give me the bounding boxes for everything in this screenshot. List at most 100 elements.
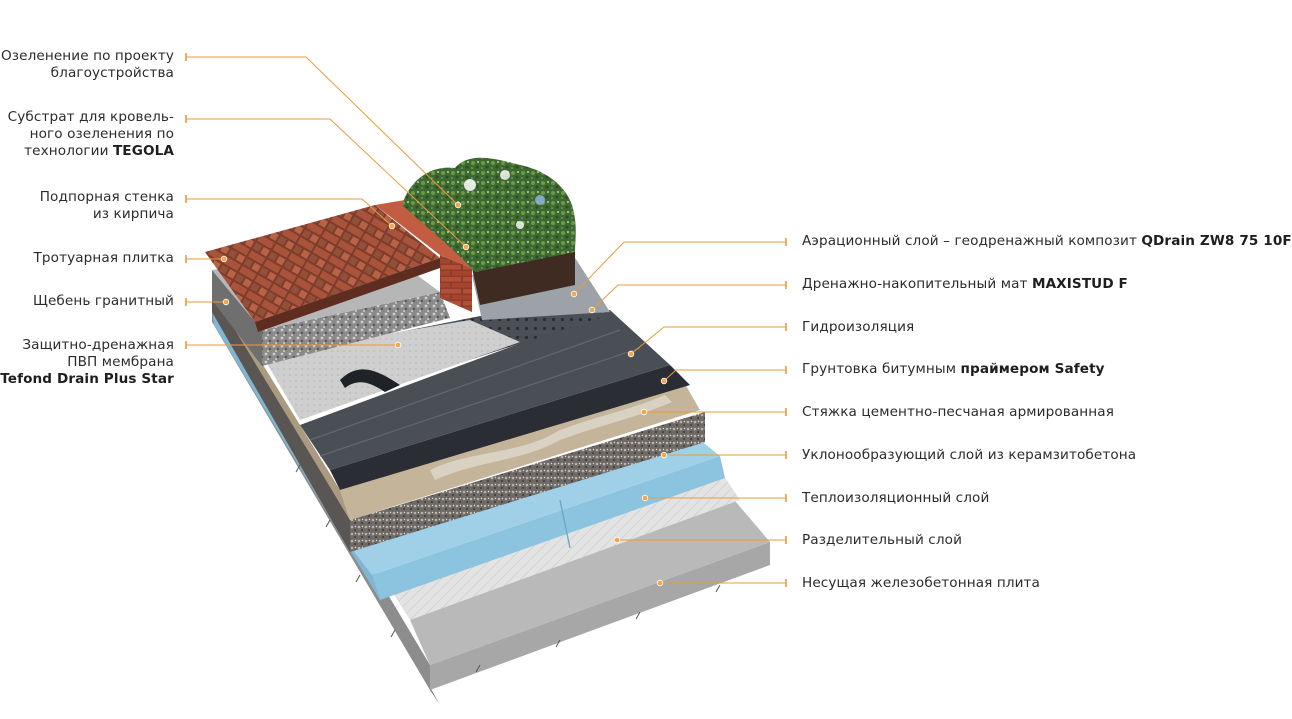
label-line: Грунтовка битумным праймером Safety — [802, 361, 1105, 378]
waterproofing-seam — [309, 329, 621, 441]
label-text: Стяжка цементно-песчаная армированная — [802, 404, 1114, 420]
label-line: Тротуарная плитка — [34, 250, 174, 267]
flower-cluster — [464, 179, 476, 191]
label-slope: Уклонообразующий слой из керамзитобетона — [802, 447, 1136, 464]
flower-cluster — [516, 221, 524, 229]
label-text: Аэрационный слой – геодренажный композит — [802, 233, 1142, 249]
label-product-name: QDrain ZW8 75 10F — [1141, 233, 1292, 249]
label-slab: Несущая железобетонная плита — [802, 575, 1040, 592]
leader-dot-slab — [656, 579, 664, 587]
label-line: Tefond Drain Plus Star — [0, 371, 174, 388]
primer-torn-edge — [430, 395, 672, 480]
label-line: Теплоизоляционный слой — [802, 490, 989, 507]
label-text: Озеленение по проекту — [1, 48, 174, 64]
label-line: Аэрационный слой – геодренажный композит… — [802, 233, 1292, 250]
label-text: Щебень гранитный — [33, 293, 174, 309]
leader-dot-waterproofing — [627, 350, 635, 358]
label-text: ного озеленения по — [29, 126, 174, 142]
insulation-top-face — [345, 440, 720, 575]
label-text: Несущая железобетонная плита — [802, 575, 1040, 591]
expanded-clay-front-face — [350, 412, 705, 552]
gravel-front-face — [262, 292, 450, 366]
label-paving: Тротуарная плитка — [34, 250, 174, 267]
leader-line-substrate — [186, 118, 467, 248]
rebar-ends — [295, 464, 721, 673]
brick-wall-front-face — [440, 255, 472, 312]
label-line: Разделительный слой — [802, 532, 962, 549]
leader-dot-greening — [454, 201, 462, 209]
leader-dot-gravel — [222, 298, 230, 306]
label-line: благоустройства — [1, 65, 174, 82]
label-line: из кирпича — [40, 206, 174, 223]
paving-top-face — [205, 205, 440, 322]
label-line: ного озеленения по — [8, 126, 174, 143]
label-line: Уклонообразующий слой из керамзитобетона — [802, 447, 1136, 464]
label-separator: Разделительный слой — [802, 532, 962, 549]
insulation-front-face — [372, 456, 725, 600]
label-gravel: Щебень гранитный — [33, 293, 174, 310]
label-text: Субстрат для кровель- — [7, 109, 174, 125]
insulation-joint-line — [559, 499, 571, 549]
flower-cluster — [500, 170, 510, 180]
label-insulation: Теплоизоляционный слой — [802, 490, 989, 507]
label-text: Грунтовка битумным — [802, 361, 961, 377]
label-line: Подпорная стенка — [40, 189, 174, 206]
label-text: Теплоизоляционный слой — [802, 490, 990, 506]
label-screed: Стяжка цементно-песчаная армированная — [802, 404, 1114, 421]
label-line: Озеленение по проекту — [1, 48, 174, 65]
label-line: Гидроизоляция — [802, 319, 914, 336]
leader-lines — [185, 53, 787, 587]
leader-dot-paving — [220, 255, 228, 263]
leader-dot-substrate — [462, 243, 470, 251]
gravel-left-face — [212, 270, 262, 366]
leader-line-waterproofing — [630, 326, 786, 355]
expanded-clay-left-face — [212, 290, 350, 552]
leader-dot-membrane — [394, 341, 402, 349]
greenery-planting — [402, 157, 576, 272]
label-product-name: MAXISTUD F — [1031, 276, 1128, 292]
waterproofing-seam — [319, 347, 641, 457]
leader-line-retaining-wall — [186, 198, 393, 227]
label-line: Дренажно-накопительный мат MAXISTUD F — [802, 276, 1128, 293]
label-text: Защитно-дренажная — [22, 337, 174, 353]
separator-top-face — [390, 470, 740, 620]
label-line: Щебень гранитный — [33, 293, 174, 310]
leader-dot-aeration — [570, 290, 578, 298]
flower-cluster — [535, 195, 545, 205]
leader-dot-insulation — [641, 494, 649, 502]
label-product-name: Tefond Drain Plus Star — [0, 371, 174, 387]
label-aeration: Аэрационный слой – геодренажный композит… — [802, 233, 1292, 250]
label-product-name: TEGOLA — [112, 143, 174, 159]
label-text: Тротуарная плитка — [33, 250, 174, 266]
paving-front-edge — [255, 258, 440, 332]
leader-dot-slope — [660, 451, 668, 459]
label-text: благоустройства — [50, 65, 174, 81]
leader-dot-screed — [640, 408, 648, 416]
label-line: ПВП мембрана — [0, 354, 174, 371]
label-primer: Грунтовка битумным праймером Safety — [802, 361, 1105, 378]
label-waterproofing: Гидроизоляция — [802, 319, 914, 336]
leader-line-greening — [186, 56, 459, 206]
leader-line-primer — [663, 369, 786, 382]
leader-dot-retaining-wall — [388, 222, 396, 230]
label-line: технологии TEGOLA — [8, 143, 174, 160]
label-text: технологии — [24, 143, 113, 159]
label-drain-mat: Дренажно-накопительный мат MAXISTUD F — [802, 276, 1128, 293]
primer-strip — [330, 365, 690, 490]
label-text: Уклонообразующий слой из керамзитобетона — [802, 447, 1137, 463]
label-text: из кирпича — [92, 206, 174, 222]
slab-front-face — [430, 542, 770, 690]
label-line: Субстрат для кровель- — [8, 109, 174, 126]
label-text: ПВП мембрана — [67, 354, 174, 370]
waterproofing-top-face — [300, 310, 670, 470]
label-text: Дренажно-накопительный мат — [802, 276, 1032, 292]
leader-dot-separator — [613, 536, 621, 544]
label-line: Стяжка цементно-песчаная армированная — [802, 404, 1114, 421]
leader-line-aeration — [573, 241, 786, 295]
